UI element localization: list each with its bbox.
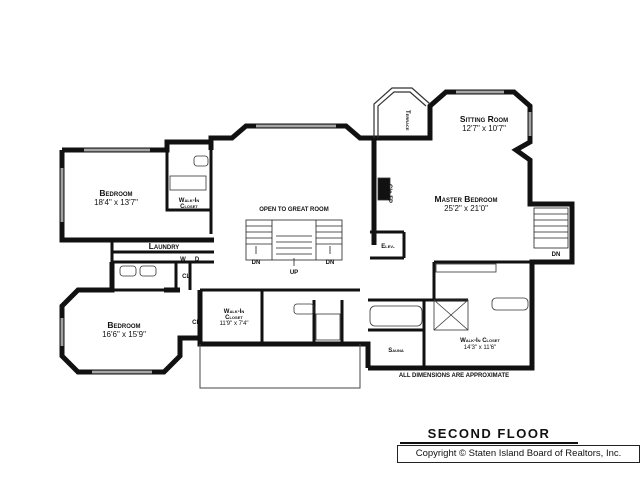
chimney-icon	[377, 177, 391, 201]
closet-1-label: CL.	[182, 274, 192, 280]
floor-title: SECOND FLOOR	[427, 426, 551, 441]
sitting-room-label: Sitting Room	[460, 114, 508, 124]
washer-label: W	[180, 257, 186, 263]
master-staircase	[533, 207, 569, 249]
laundry-label: Laundry	[149, 241, 180, 251]
sauna-label: Sauna	[388, 348, 404, 354]
stair-up-label: UP	[290, 270, 298, 276]
stair-dn-master-label: DN	[552, 252, 561, 258]
sink-icon	[193, 155, 209, 167]
shower-icon	[315, 313, 341, 341]
bedroom-2-label: Bedroom	[107, 320, 140, 330]
walk-in-closet-2-dims: 11'9" x 7'4"	[219, 321, 248, 327]
walk-in-closet-2-label-line2: Closet	[225, 315, 243, 321]
window-glazing	[61, 91, 531, 373]
bedroom-2-dims: 16'6" x 15'9"	[102, 330, 146, 339]
dimensions-note: ALL DIMENSIONS ARE APPROXIMATE	[399, 373, 509, 379]
open-to-great-room-label: OPEN TO GREAT ROOM	[259, 207, 328, 213]
bedroom-1-label: Bedroom	[99, 188, 132, 198]
title-underline	[400, 442, 578, 444]
master-bedroom-label: Master Bedroom	[435, 194, 498, 204]
walk-in-closet-3-label: Walk-In Closet	[460, 338, 500, 344]
stair-treads	[246, 225, 342, 255]
walk-in-closet-2-label-line1: Walk-In	[224, 309, 245, 315]
sink-icon	[119, 265, 137, 277]
room-labels: Sitting Room 12'7" x 10'7" Terrace Maste…	[94, 110, 560, 379]
copyright-notice: Copyright © Staten Island Board of Realt…	[397, 445, 640, 463]
fixtures	[119, 155, 529, 341]
central-staircase	[245, 219, 343, 266]
walk-in-closet-1-label-line2: Closet	[180, 204, 198, 210]
lower-deck	[199, 344, 361, 389]
stair-dn-right-label: DN	[326, 260, 335, 266]
stair-dn-left-label: DN	[252, 260, 261, 266]
closet-2-label: CL.	[192, 320, 202, 326]
sink-icon	[139, 265, 157, 277]
terrace-label: Terrace	[404, 110, 410, 131]
tub-icon	[169, 175, 207, 191]
vanity-icon	[435, 263, 497, 273]
dryer-label: D	[195, 257, 200, 263]
elevator-label: Elev.	[381, 244, 395, 250]
tub-icon	[491, 297, 529, 311]
walk-in-closet-3-dims: 14'3" x 11'6"	[464, 345, 496, 351]
sink-icon	[293, 303, 315, 315]
terrace-outline	[373, 87, 431, 138]
bedroom-1-dims: 18'4" x 13'7"	[94, 198, 138, 207]
walk-in-closet-1-label-line1: Walk-In	[179, 198, 200, 204]
master-bedroom-dims: 25'2" x 21'0"	[444, 204, 488, 213]
sitting-room-dims: 12'7" x 10'7"	[462, 124, 506, 133]
tub-icon	[369, 305, 423, 327]
interior-walls	[110, 150, 532, 368]
chimney-label: Clo.FP	[386, 184, 392, 203]
